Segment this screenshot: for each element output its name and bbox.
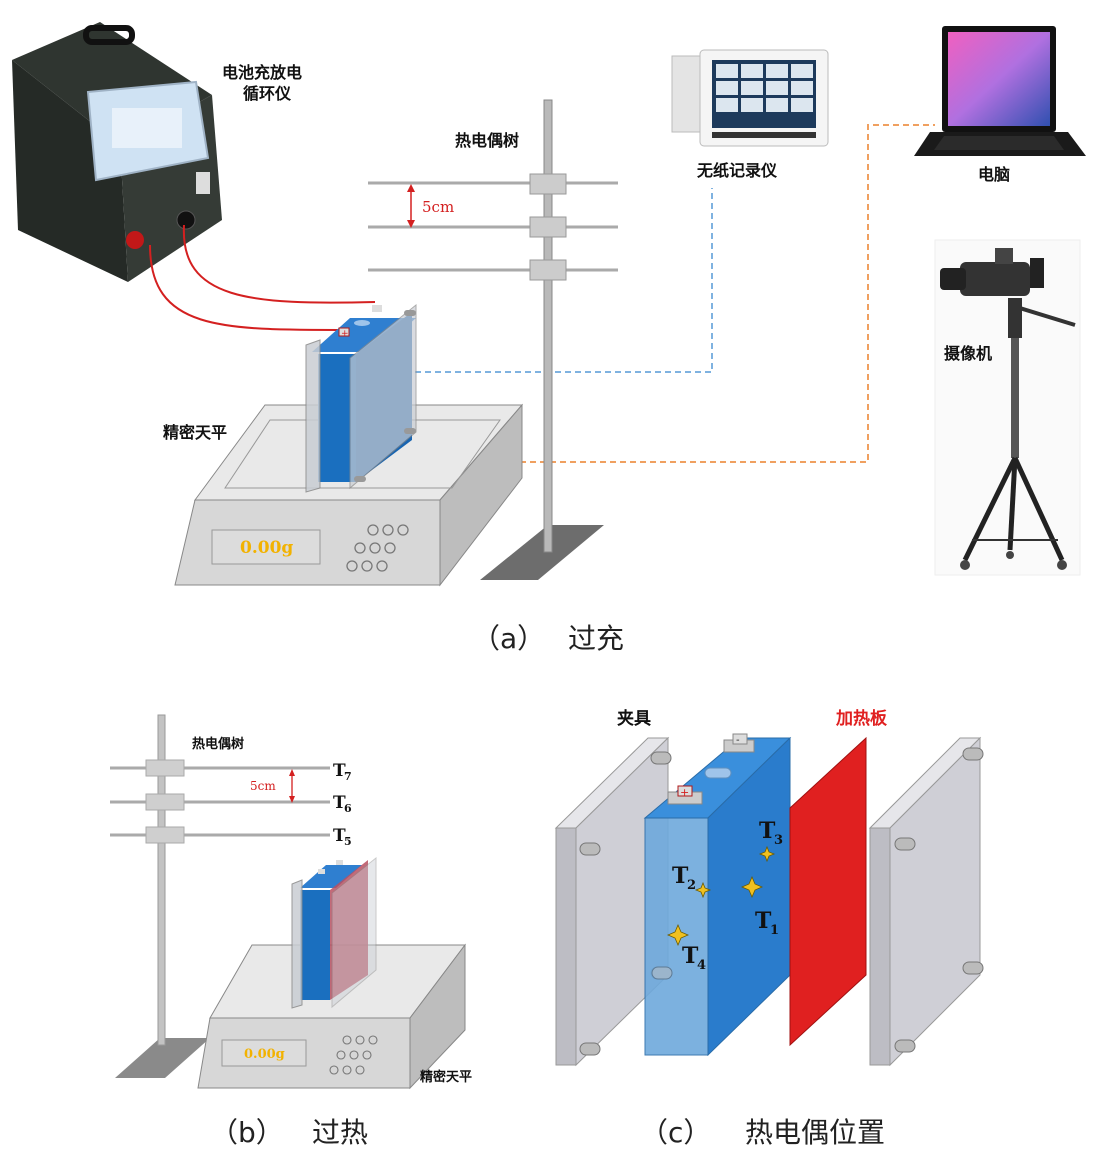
c-t4-marker xyxy=(666,923,690,947)
b-t6-label: T xyxy=(333,793,346,813)
red-wire xyxy=(149,244,346,331)
caption-c-tag: （c） xyxy=(640,1116,711,1149)
b-battery-heater xyxy=(291,856,377,1009)
c-t2-sub: 2 xyxy=(687,878,696,893)
cycler-label: 电池充放电 xyxy=(222,63,302,82)
c-right-fixture-plate xyxy=(868,736,984,1067)
balance-reading: 0.00g xyxy=(240,538,293,558)
b-t5-sub: 5 xyxy=(344,835,352,848)
caption-b-tag: （b） xyxy=(210,1116,284,1149)
cycler-black-terminal xyxy=(176,210,196,230)
b-t7-label: T xyxy=(333,761,346,781)
panel-c: - + T 1 T 2 T 3 xyxy=(554,708,984,1149)
b-balance-label: 精密天平 xyxy=(420,1069,472,1085)
video-camera xyxy=(934,239,1081,576)
svg-text:+: + xyxy=(680,786,689,799)
svg-text:-: - xyxy=(736,735,740,746)
balance-buttons xyxy=(346,524,409,572)
computer-link-line xyxy=(520,124,935,463)
caption-a-tag: （a） xyxy=(472,622,545,655)
c-thermocouple-markers xyxy=(666,845,776,947)
c-fixture-label: 夹具 xyxy=(617,708,651,729)
c-heater-plate xyxy=(789,736,867,1047)
caption-b-text: 过热 xyxy=(312,1116,368,1149)
b-thermo-tree-label: 热电偶树 xyxy=(192,736,244,752)
svg-text:+: + xyxy=(341,329,349,339)
b-t6-sub: 6 xyxy=(344,802,352,815)
c-t1-sub: 1 xyxy=(770,923,779,938)
c-t4-sub: 4 xyxy=(697,958,706,973)
cycler-label-line2: 循环仪 xyxy=(243,84,292,103)
laptop-computer xyxy=(914,26,1086,156)
caption-c-text: 热电偶位置 xyxy=(745,1116,885,1149)
b-t5-label: T xyxy=(333,826,346,846)
caption-a-text: 过充 xyxy=(568,622,624,655)
c-t2-label: T xyxy=(672,863,689,889)
panel-b: 5cm 热电偶树 T 7 T 6 T 5 0.00g 精密天平 xyxy=(110,714,472,1149)
computer-label: 电脑 xyxy=(978,165,1010,184)
c-battery: - + xyxy=(643,733,792,1057)
spacing-label: 5cm xyxy=(422,198,454,216)
balance-label: 精密天平 xyxy=(163,423,227,442)
c-t2-marker xyxy=(694,881,712,899)
battery-in-fixture: + xyxy=(305,303,417,493)
b-balance-reading: 0.00g xyxy=(244,1047,285,1062)
balance-display xyxy=(211,529,321,565)
paperless-recorder xyxy=(671,49,829,147)
b-precision-balance xyxy=(197,943,467,1090)
c-t3-label: T xyxy=(759,818,776,844)
cycler-switch xyxy=(196,172,210,194)
camera-label: 摄像机 xyxy=(944,344,992,363)
c-t1-label: T xyxy=(755,908,772,934)
recorder-label: 无纸记录仪 xyxy=(696,161,778,180)
c-t3-sub: 3 xyxy=(774,833,783,848)
c-t3-marker xyxy=(758,845,776,863)
thermocouple-tree xyxy=(368,99,618,580)
c-t1-marker xyxy=(740,875,764,899)
battery-cycler-device xyxy=(12,22,222,282)
cycler-handle xyxy=(83,25,135,45)
b-t7-sub: 7 xyxy=(344,770,352,783)
c-heater-label: 加热板 xyxy=(835,708,888,729)
b-spacing-label: 5cm xyxy=(250,779,276,793)
c-t4-label: T xyxy=(682,943,699,969)
black-wire xyxy=(182,224,376,304)
panel-a: 电池充放电 循环仪 0.00g 精密天平 xyxy=(12,22,1086,655)
cycler-red-terminal xyxy=(126,231,144,249)
thermo-tree-label: 热电偶树 xyxy=(455,131,519,150)
